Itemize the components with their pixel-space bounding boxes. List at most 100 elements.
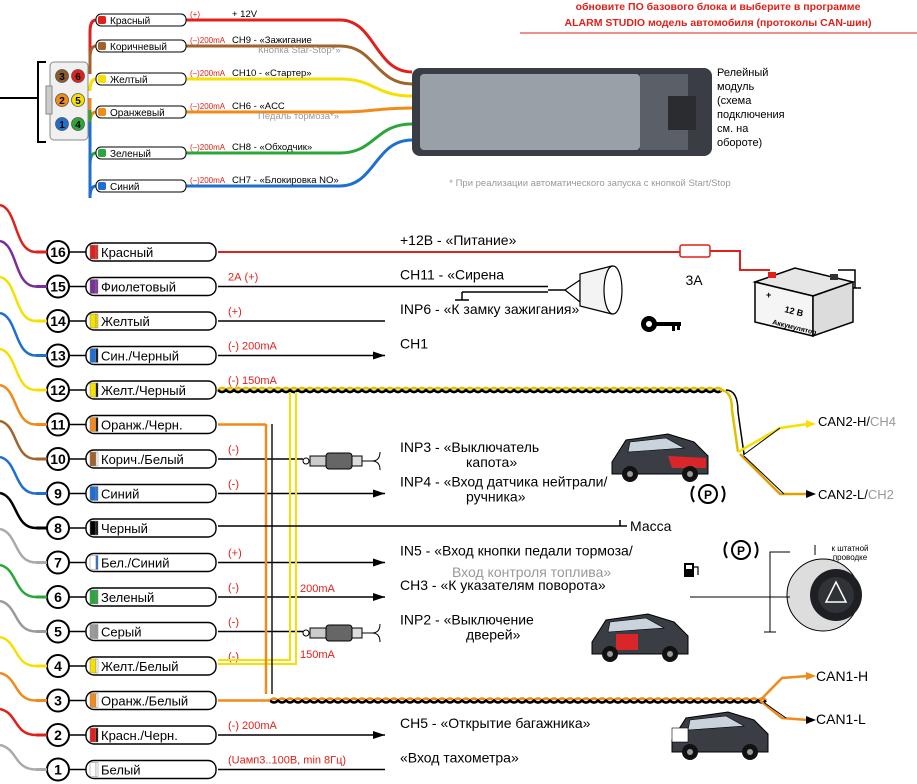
wire-number: 10 — [50, 451, 66, 467]
wire-tag — [85, 690, 217, 711]
ma200-label: 200mA — [300, 583, 336, 595]
relay-wire-rating: (–)200mA — [190, 102, 226, 111]
fan-line — [0, 671, 37, 702]
massa-label: Масса — [630, 518, 672, 534]
connector-pin-2 — [55, 93, 69, 107]
wire-label: Бел./Синий — [101, 556, 170, 571]
wire-label: Син./Черный — [101, 349, 179, 364]
wire-number: 12 — [50, 382, 66, 398]
wire-tag — [85, 449, 217, 469]
relay-wire-tail — [88, 18, 97, 62]
can2l-label: CAN2-L/CH2 — [818, 487, 894, 502]
wire-swatch-a — [89, 382, 97, 398]
wire-swatch-a — [89, 486, 97, 501]
connector-pin-4 — [71, 117, 85, 131]
wire-tag — [85, 587, 217, 607]
relay-wire-tail — [88, 122, 97, 199]
relay-wire-tail — [88, 44, 97, 74]
wire-tag — [85, 276, 217, 297]
fuse: 3А — [679, 244, 711, 288]
relay-wire-label: Красный — [110, 16, 150, 27]
connector-bracket — [37, 61, 46, 143]
relay-wire-line — [186, 106, 413, 114]
relay-wire-desc: CH8 - «Обходчик» — [232, 142, 312, 153]
can1-split — [218, 672, 816, 724]
wire-desc: INP6 - «К замку зажигания» — [400, 301, 580, 317]
wire-desc: +12В - «Питание» — [400, 232, 517, 248]
wire-number: 5 — [54, 624, 62, 640]
wire-swatch-b — [95, 555, 99, 570]
relay-wire-rating: (–)200mA — [190, 36, 226, 45]
wire-rating: (Uамп3..100В, min 8Гц) — [228, 755, 346, 767]
wire-label: Серый — [101, 625, 141, 640]
connector-pin-number: 2 — [59, 96, 65, 107]
fan-line — [0, 311, 37, 357]
wire-swatch-b — [95, 279, 99, 294]
wire-number: 1 — [54, 762, 62, 778]
ma150-label: 150mA — [300, 649, 336, 661]
relay-wire-1: Красный(+)+ 12V — [88, 9, 413, 74]
relay-wire-line — [186, 44, 413, 86]
fan-line — [0, 491, 37, 530]
fan-line — [0, 707, 37, 737]
wire-swatch-b — [95, 693, 99, 708]
wire-swatch-a — [89, 727, 97, 743]
relay-wire-tag — [95, 39, 187, 53]
wire-swatch-a — [89, 313, 97, 329]
wire-label: Желтый — [101, 314, 150, 329]
wire-label: Оранж./Белый — [101, 694, 188, 709]
wire-tag — [85, 656, 217, 676]
wire-number: 15 — [50, 279, 66, 295]
wire-tag — [85, 725, 217, 745]
can1-pair — [269, 697, 767, 704]
wire-desc: CH1 — [400, 336, 428, 352]
relay-module — [412, 68, 712, 156]
wire-swatch-a — [89, 417, 97, 432]
wire-rating: 2А (+) — [228, 272, 258, 284]
wire-number: 8 — [54, 520, 62, 536]
wire-swatch-b — [95, 624, 99, 639]
connector-pin-number: 3 — [59, 72, 65, 83]
wire-desc: CH3 - «К указателям поворота» — [400, 577, 606, 593]
wire-swatch-a — [89, 244, 97, 260]
svg-text:P: P — [737, 544, 745, 558]
hood-switch-icon — [302, 451, 381, 471]
wire-swatch-b — [95, 348, 99, 363]
wire-swatch-b — [95, 486, 99, 501]
relay-wire-rating: (–)200mA — [190, 69, 226, 78]
relay-label-2: модуль — [717, 81, 755, 93]
relay-wire-rating: (–)200mA — [190, 176, 226, 185]
relay-wire-line — [186, 77, 413, 98]
wire-tag — [85, 311, 217, 331]
wire-rating: (-) 200mA — [228, 341, 278, 353]
wire-label: Белый — [101, 763, 141, 778]
wire-number: 9 — [54, 486, 62, 502]
wire-8: 8 Черный — [36, 516, 217, 540]
wire-swatch-b — [95, 520, 99, 536]
fuel-icon — [684, 563, 699, 577]
wire-rating: (-) — [228, 444, 239, 456]
wire-swatch-a — [89, 624, 97, 639]
relay-wire-rating: (–)200mA — [190, 143, 226, 152]
wire-label: Желт./Черный — [101, 383, 186, 398]
wire-label: Черный — [101, 521, 148, 536]
wire-swatch-a — [89, 348, 97, 363]
wire-number: 14 — [50, 313, 66, 329]
wire-label: Желт./Белый — [101, 659, 179, 674]
fan-line — [0, 635, 37, 668]
wire-swatch-a — [89, 762, 97, 777]
wire-swatch-b — [95, 382, 99, 398]
connector-pin-number: 6 — [75, 72, 81, 83]
wire-tag — [85, 483, 217, 504]
relay-wire-desc: CH10 - «Стартер» — [232, 68, 312, 79]
